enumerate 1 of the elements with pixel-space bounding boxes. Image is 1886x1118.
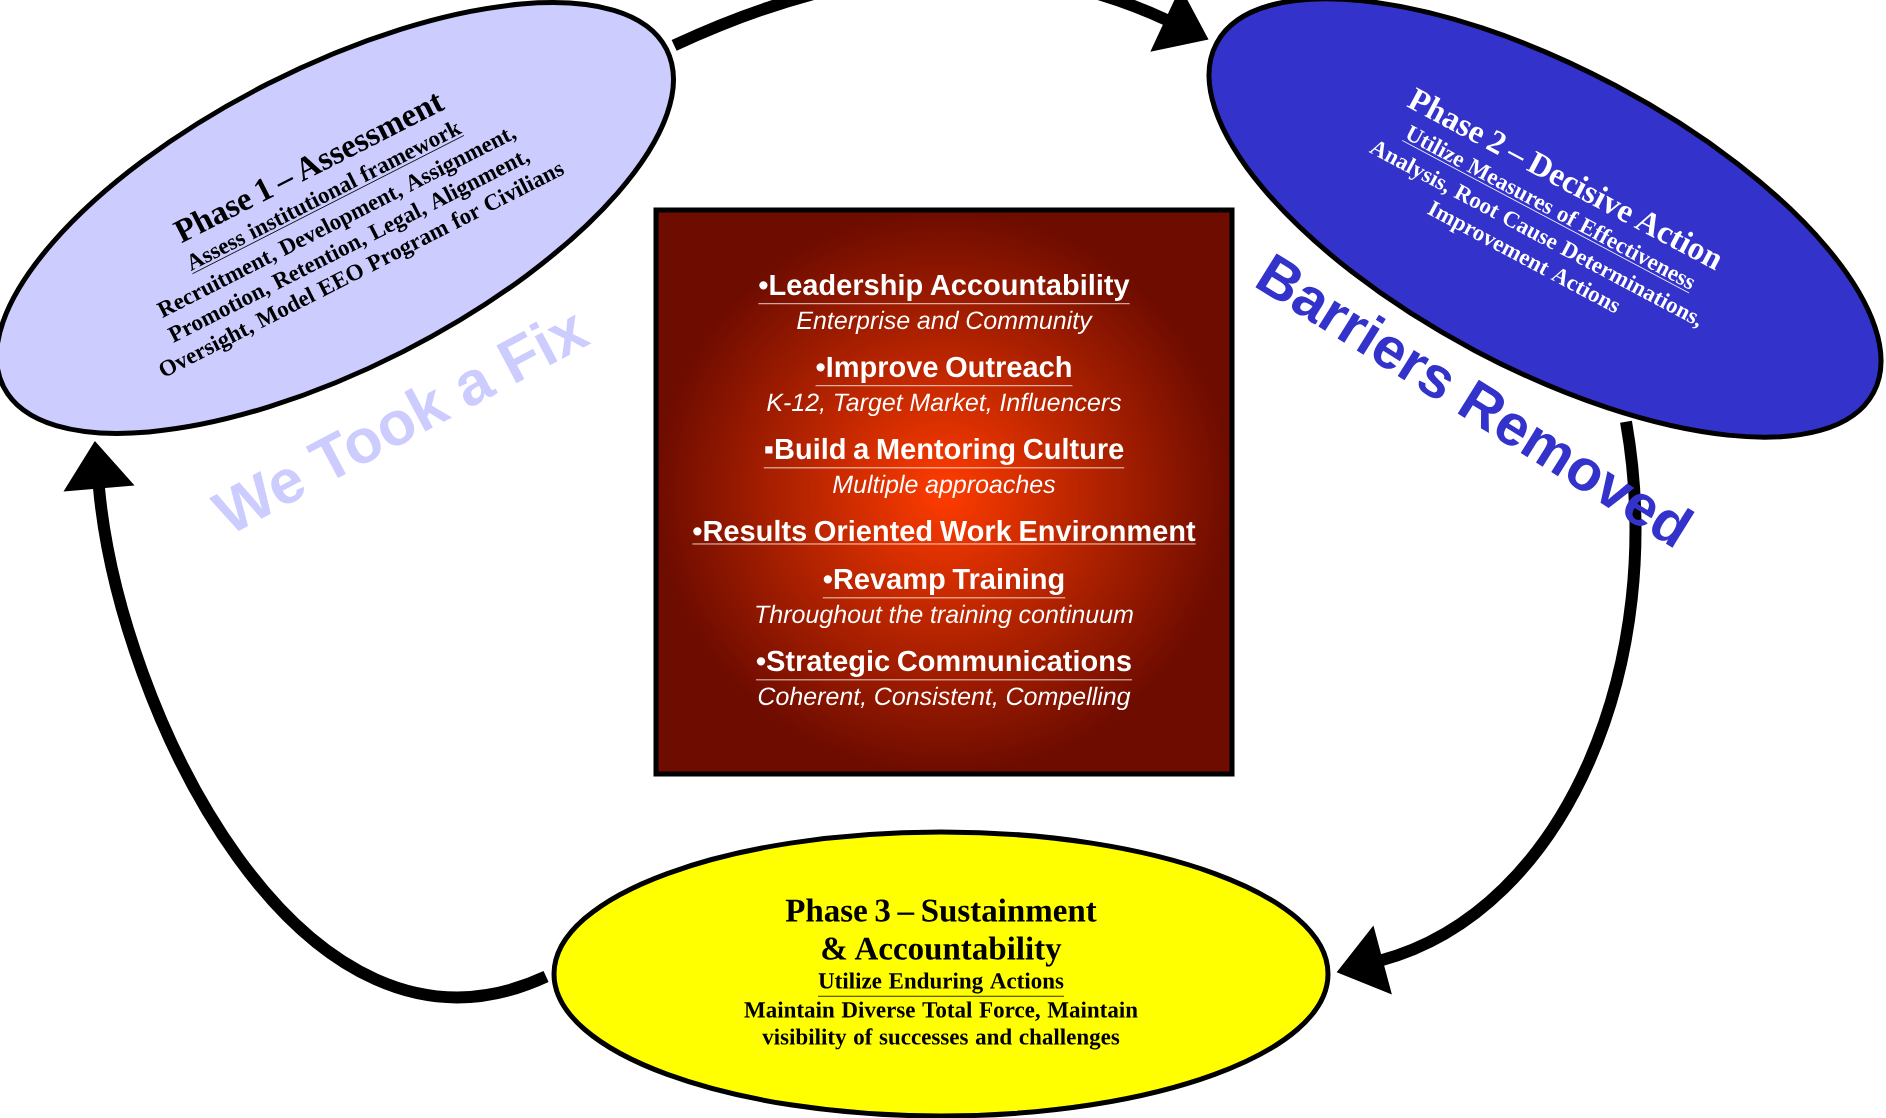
initiatives-box: •Leadership Accountability Enterprise and Community •Improve Outreach K-12, Target Market, Influencers ▪Build a Mentoring Culture Multiple approaches •Results Oriented Work Environment •Revamp Training Throughout the training continuum •Strategic Communications Coherent, Consistent, Compelling: [653, 207, 1235, 777]
